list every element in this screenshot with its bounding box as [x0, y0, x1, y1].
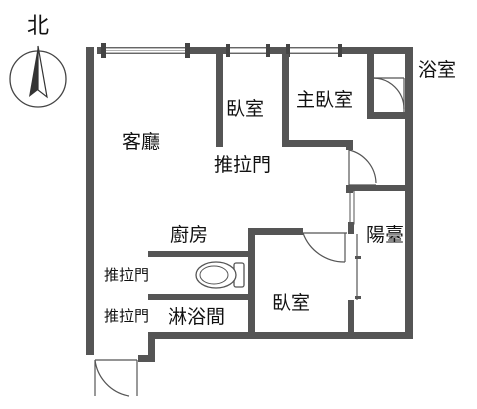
label-kitchen: 廚房 [170, 223, 208, 246]
toilet-fixture [195, 261, 245, 289]
label-sliding-door-shower: 推拉門 [104, 307, 149, 325]
wall-master-south [282, 140, 347, 147]
compass: 北 [9, 14, 67, 108]
wall-toilet-south [148, 294, 248, 300]
wall-east [405, 47, 413, 339]
room-labels: 客廳 臥室 主臥室 浴室 推拉門 廚房 陽臺 推拉門 推拉門 淋浴間 臥室 [104, 59, 456, 328]
window-master [287, 47, 341, 54]
wall-west [86, 47, 94, 355]
label-bathroom: 浴室 [418, 59, 456, 81]
door-master-arc [348, 149, 377, 184]
north-windows [101, 43, 342, 58]
wall-entry-jamb [138, 355, 155, 362]
wall-entry-side [148, 332, 155, 362]
doors [94, 77, 405, 397]
wall-kitchen-south [148, 251, 248, 257]
label-shower-room: 淋浴間 [168, 306, 225, 328]
label-sliding-door-main: 推拉門 [214, 154, 271, 176]
wall-bedroom-west [216, 54, 223, 147]
window-post [101, 43, 106, 58]
interior-walls [148, 54, 413, 339]
wall-balcony-north [346, 185, 413, 191]
window-post [226, 44, 230, 57]
label-living-room: 客廳 [122, 131, 160, 153]
wall-south [148, 332, 413, 339]
compass-needle-light [37, 45, 48, 99]
wall-bedroom2-west [248, 228, 255, 339]
wall-bath-south [367, 112, 413, 119]
label-sliding-door-toilet: 推拉門 [104, 266, 149, 284]
window-post [338, 44, 342, 57]
wall-balcony-post [348, 222, 354, 234]
door-entry-arc [94, 359, 130, 397]
wall-bedroom-divider [282, 54, 289, 146]
wall-bedroom2-north [248, 228, 303, 235]
label-bedroom-north: 臥室 [226, 98, 264, 120]
door-balcony-slider [349, 190, 355, 225]
label-master-bedroom: 主臥室 [296, 89, 353, 111]
door-bathroom-arc [372, 77, 405, 110]
toilet-seat [199, 265, 229, 285]
wall-stub [346, 140, 353, 150]
compass-north-label: 北 [27, 14, 49, 39]
door-bedroom-south-arc [302, 232, 346, 263]
wall-bath-west [367, 54, 374, 118]
window-post [286, 44, 290, 57]
wall-balcony-post-lower [348, 300, 354, 339]
wall-stub [346, 185, 353, 193]
window-bedroom [227, 47, 269, 54]
compass-needle-dark [29, 46, 38, 97]
label-bedroom-south: 臥室 [272, 292, 310, 314]
label-balcony: 陽臺 [366, 224, 404, 246]
window-post [266, 44, 270, 57]
window-post [185, 43, 190, 58]
